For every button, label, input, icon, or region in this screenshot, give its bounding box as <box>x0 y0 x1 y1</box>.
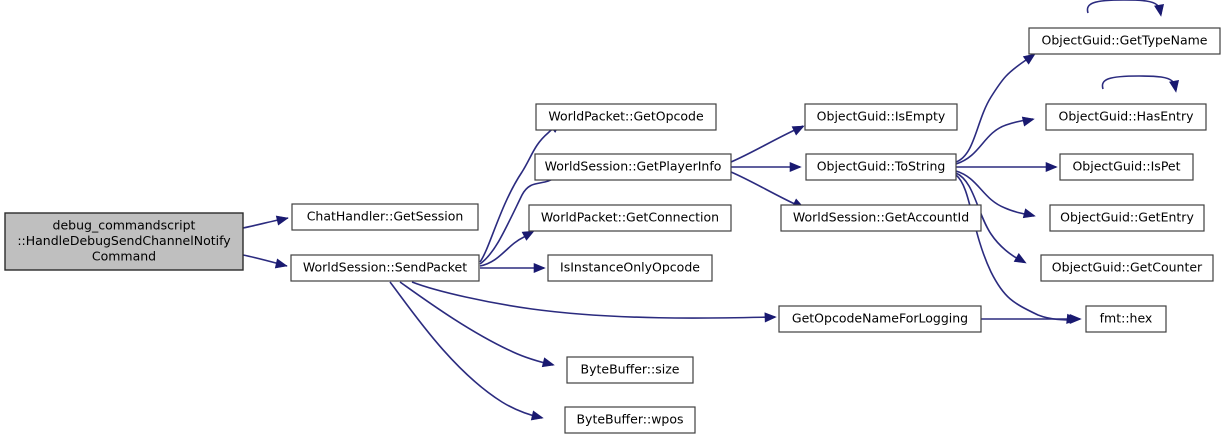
node-label-getaccountid: WorldSession::GetAccountId <box>793 210 969 225</box>
graph-node-bbwpos[interactable]: ByteBuffer::wpos <box>564 406 696 434</box>
call-edge-tostring-to-gettypename <box>955 54 1035 163</box>
graph-node-tostring[interactable]: ObjectGuid::ToString <box>805 153 957 181</box>
node-label-hasentry: ObjectGuid::HasEntry <box>1059 109 1195 124</box>
graph-node-root[interactable]: debug_commandscript::HandleDebugSendChan… <box>4 212 244 271</box>
arrowhead-tostring-to-ispet <box>1045 161 1058 173</box>
call-edge-sendpacket-to-bbwpos <box>389 281 543 419</box>
node-box-hasentry[interactable] <box>1045 103 1207 131</box>
graph-node-getaccountid[interactable]: WorldSession::GetAccountId <box>780 204 982 232</box>
arrowhead-sendpacket-to-opcodename <box>764 312 777 323</box>
arrowhead-getplayerinfo-to-tostring <box>789 161 802 173</box>
arrowheads-layer <box>274 3 1180 421</box>
node-label-getentry: ObjectGuid::GetEntry <box>1060 210 1194 225</box>
node-label-tostring: ObjectGuid::ToString <box>817 159 946 174</box>
graph-node-isinstance[interactable]: IsInstanceOnlyOpcode <box>547 254 713 282</box>
node-box-getsession[interactable] <box>291 203 479 231</box>
arrowhead-sendpacket-to-isinstance <box>533 262 546 274</box>
node-box-getplayerinfo[interactable] <box>534 153 732 181</box>
graph-node-isempty[interactable]: ObjectGuid::IsEmpty <box>804 103 958 131</box>
node-label-root: debug_commandscript <box>53 218 196 233</box>
node-label-getplayerinfo: WorldSession::GetPlayerInfo <box>545 159 722 174</box>
node-box-ispet[interactable] <box>1059 153 1194 181</box>
call-edge-getplayerinfo-to-isempty <box>730 125 804 163</box>
arrowhead-sendpacket-to-getconnection <box>521 230 535 241</box>
self-loop-edge-hasentry <box>1101 75 1177 91</box>
node-box-bbsize[interactable] <box>566 356 694 384</box>
node-box-opcodename[interactable] <box>778 305 982 333</box>
arrowhead-sendpacket-to-bbsize <box>541 357 555 368</box>
arrowhead-tostring-to-getcounter <box>1013 252 1027 264</box>
graph-node-sendpacket[interactable]: WorldSession::SendPacket <box>290 254 480 282</box>
node-label-opcodename: GetOpcodeNameForLogging <box>792 311 968 326</box>
node-label-isempty: ObjectGuid::IsEmpty <box>817 109 946 124</box>
arrowhead-hasentry-to-hasentry <box>1169 79 1180 93</box>
arrowhead-opcodename-to-fmthex <box>1069 313 1082 325</box>
nodes-layer: debug_commandscript::HandleDebugSendChan… <box>4 27 1221 434</box>
call-edge-sendpacket-to-bbsize <box>399 281 554 366</box>
node-label-isinstance: IsInstanceOnlyOpcode <box>560 260 700 275</box>
arrowhead-sendpacket-to-bbwpos <box>530 410 544 421</box>
call-edge-sendpacket-to-opcodename <box>411 281 776 319</box>
graph-node-getcounter[interactable]: ObjectGuid::GetCounter <box>1040 254 1214 282</box>
node-label-ispet: ObjectGuid::IsPet <box>1072 159 1180 174</box>
node-box-getconnection[interactable] <box>528 204 732 232</box>
node-label-getsession: ChatHandler::GetSession <box>307 209 464 224</box>
node-label-bbwpos: ByteBuffer::wpos <box>576 412 683 427</box>
node-box-getopcode[interactable] <box>535 103 717 131</box>
node-box-isempty[interactable] <box>804 103 958 131</box>
node-label-bbsize: ByteBuffer::size <box>581 362 680 377</box>
call-edge-tostring-to-hasentry <box>955 118 1034 165</box>
self-loop-edge-gettypename <box>1086 0 1162 15</box>
arrowhead-root-to-getsession <box>275 215 289 226</box>
node-box-getentry[interactable] <box>1049 204 1205 232</box>
arrowhead-tostring-to-hasentry <box>1021 116 1035 127</box>
graph-node-getsession[interactable]: ChatHandler::GetSession <box>291 203 479 231</box>
node-box-tostring[interactable] <box>805 153 957 181</box>
node-label-getcounter: ObjectGuid::GetCounter <box>1052 260 1203 275</box>
graph-node-bbsize[interactable]: ByteBuffer::size <box>566 356 694 384</box>
arrowhead-gettypename-to-gettypename <box>1154 3 1165 17</box>
call-edge-sendpacket-to-getopcode <box>479 122 561 263</box>
node-box-isinstance[interactable] <box>547 254 713 282</box>
node-box-getcounter[interactable] <box>1040 254 1214 282</box>
call-edge-tostring-to-getcounter <box>955 172 1025 263</box>
node-box-bbwpos[interactable] <box>564 406 696 434</box>
node-label-fmthex: fmt::hex <box>1100 311 1153 326</box>
node-box-root[interactable] <box>4 212 244 271</box>
arrowhead-root-to-sendpacket <box>274 258 288 269</box>
node-label-sendpacket: WorldSession::SendPacket <box>303 260 467 275</box>
arrowhead-tostring-to-gettypename <box>1022 53 1036 65</box>
graph-node-getconnection[interactable]: WorldPacket::GetConnection <box>528 204 732 232</box>
call-edge-getplayerinfo-to-getaccountid <box>730 171 804 209</box>
graph-node-getopcode[interactable]: WorldPacket::GetOpcode <box>535 103 717 131</box>
arrowhead-tostring-to-getentry <box>1022 208 1036 219</box>
graph-node-getentry[interactable]: ObjectGuid::GetEntry <box>1049 204 1205 232</box>
graph-node-ispet[interactable]: ObjectGuid::IsPet <box>1059 153 1194 181</box>
graph-node-hasentry[interactable]: ObjectGuid::HasEntry <box>1045 103 1207 131</box>
graph-node-opcodename[interactable]: GetOpcodeNameForLogging <box>778 305 982 333</box>
arrowhead-getplayerinfo-to-isempty <box>791 125 805 136</box>
node-label-getopcode: WorldPacket::GetOpcode <box>548 109 704 124</box>
node-label-root: ::HandleDebugSendChannelNotify <box>17 233 231 248</box>
node-box-fmthex[interactable] <box>1085 305 1167 333</box>
node-label-getconnection: WorldPacket::GetConnection <box>541 210 719 225</box>
node-label-root: Command <box>92 249 156 264</box>
graph-node-getplayerinfo[interactable]: WorldSession::GetPlayerInfo <box>534 153 732 181</box>
graph-node-fmthex[interactable]: fmt::hex <box>1085 305 1167 333</box>
node-box-gettypename[interactable] <box>1028 27 1221 55</box>
node-box-sendpacket[interactable] <box>290 254 480 282</box>
graph-node-gettypename[interactable]: ObjectGuid::GetTypeName <box>1028 27 1221 55</box>
node-box-getaccountid[interactable] <box>780 204 982 232</box>
node-label-gettypename: ObjectGuid::GetTypeName <box>1041 33 1207 48</box>
